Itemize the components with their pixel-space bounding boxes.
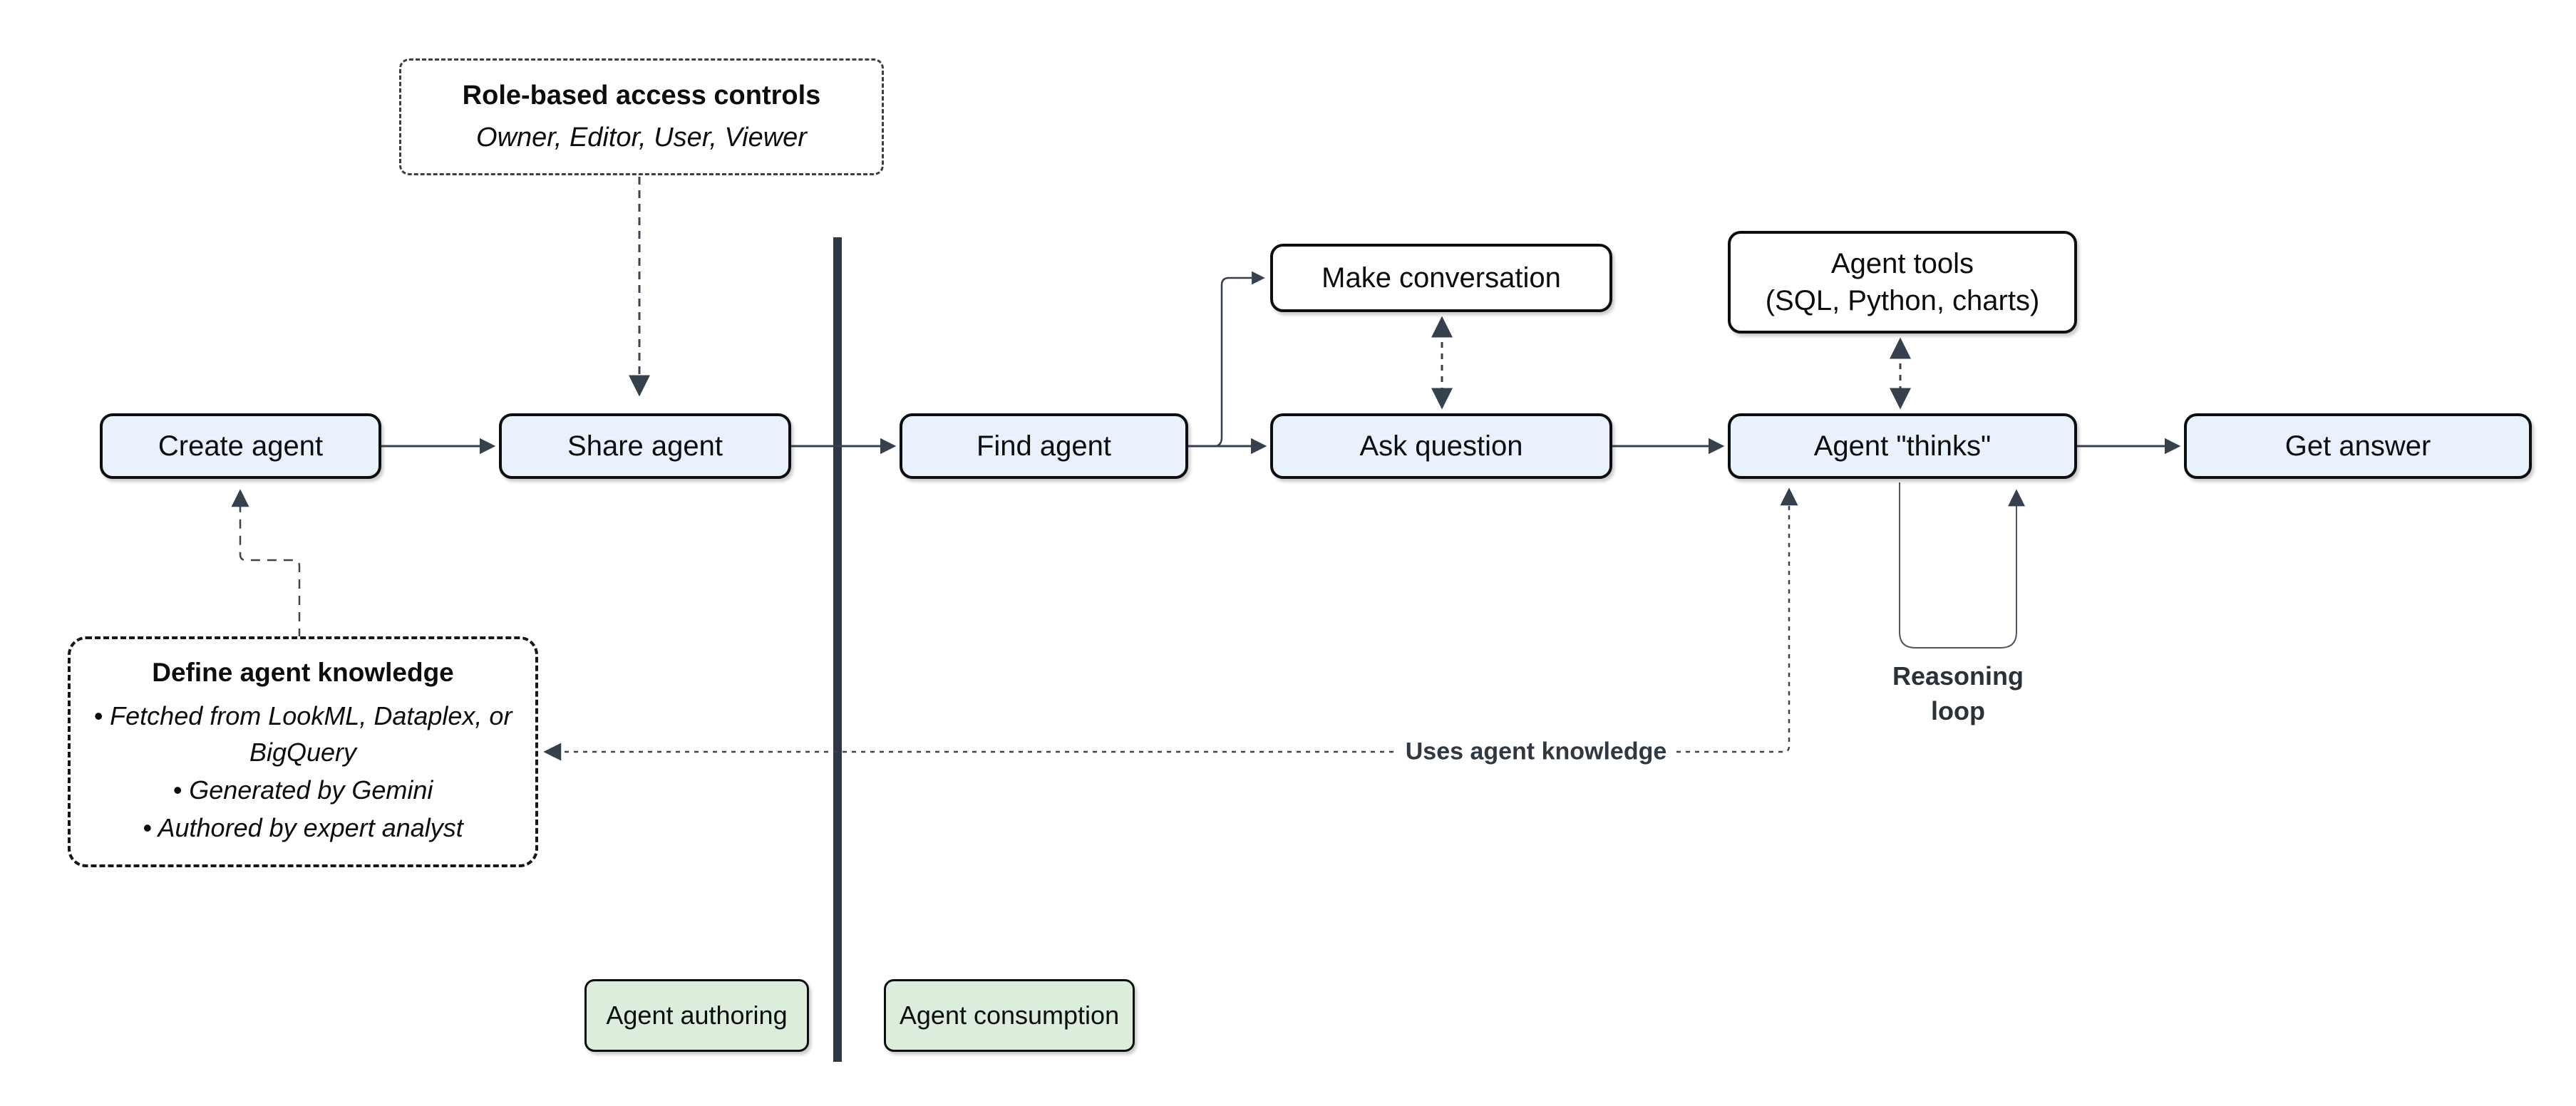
reasoning-loop-line2: loop <box>1931 696 1985 725</box>
role-access-subtitle: Owner, Editor, User, Viewer <box>476 123 807 153</box>
reasoning-loop-connector <box>1899 482 2025 648</box>
node-label: Make conversation <box>1322 262 1561 294</box>
node-make-conversation: Make conversation <box>1270 244 1612 312</box>
knowledge-bullet: • Generated by Gemini <box>172 775 433 805</box>
node-create-agent: Create agent <box>100 413 381 479</box>
define-agent-knowledge-box: Define agent knowledge • Fetched from Lo… <box>68 636 538 867</box>
node-label: Share agent <box>567 430 723 462</box>
knowledge-to-create-connector <box>231 489 301 638</box>
uses-agent-knowledge-connector <box>543 487 1798 761</box>
node-share-agent: Share agent <box>499 413 791 479</box>
agent-tools-line1: Agent tools <box>1830 248 1974 279</box>
node-agent-tools: Agent tools (SQL, Python, charts) <box>1728 231 2077 334</box>
authoring-consumption-divider <box>833 237 842 1062</box>
badge-label: Agent consumption <box>899 1000 1120 1030</box>
reasoning-loop-line1: Reasoning <box>1892 661 2024 691</box>
node-label: Get answer <box>2284 430 2431 462</box>
node-label: Agent "thinks" <box>1813 430 1992 462</box>
agent-tools-line2: (SQL, Python, charts) <box>1765 285 2040 316</box>
knowledge-bullet: • Fetched from LookML, Dataplex, or BigQ… <box>93 701 512 767</box>
knowledge-bullet: • Authored by expert analyst <box>143 813 463 843</box>
node-label: Find agent <box>976 430 1112 462</box>
badge-agent-authoring: Agent authoring <box>584 979 809 1052</box>
node-get-answer: Get answer <box>2184 413 2532 479</box>
node-label: Ask question <box>1359 430 1523 462</box>
role-based-access-box: Role-based access controls Owner, Editor… <box>399 58 884 175</box>
node-ask-question: Ask question <box>1270 413 1612 479</box>
uses-agent-knowledge-label: Uses agent knowledge <box>1398 738 1674 766</box>
badge-label: Agent authoring <box>606 1000 788 1030</box>
badge-agent-consumption: Agent consumption <box>884 979 1135 1052</box>
define-knowledge-title: Define agent knowledge <box>152 657 454 687</box>
node-label: Create agent <box>158 430 324 462</box>
node-find-agent: Find agent <box>900 413 1188 479</box>
role-access-title: Role-based access controls <box>462 81 821 110</box>
reasoning-loop-label: Reasoning loop <box>1892 659 2024 728</box>
node-agent-thinks: Agent "thinks" <box>1728 413 2077 479</box>
